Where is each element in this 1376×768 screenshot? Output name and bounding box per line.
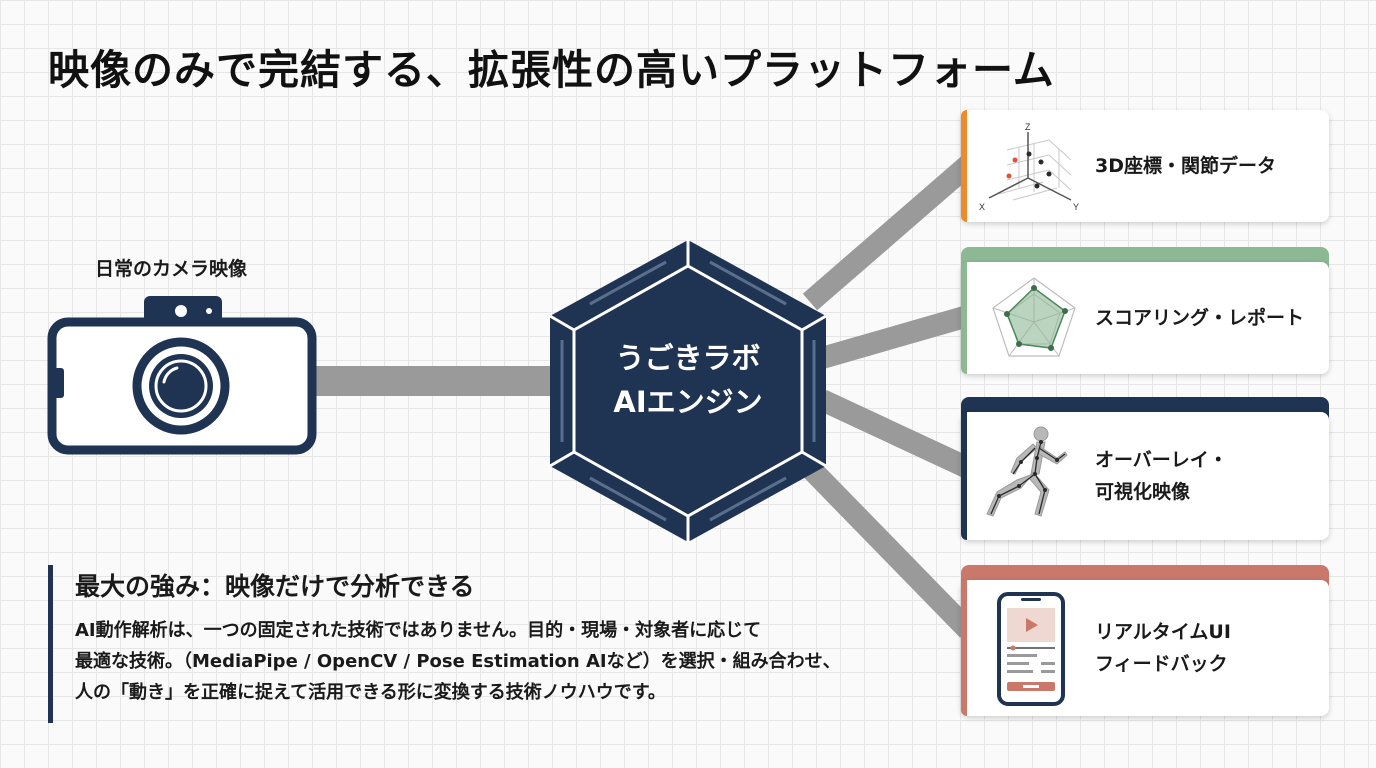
output-label-3d-data: 3D座標・関節データ [1095,155,1276,177]
output-card-scoring: スコアリング・レポート [961,262,1329,374]
radar-chart-icon [992,277,1076,357]
card-accent [961,262,967,374]
input-label: 日常のカメラ映像 [95,258,248,280]
connector-input [312,366,552,396]
card-accent [961,412,967,540]
page-title: 映像のみで完結する、拡張性の高いプラットフォーム [48,46,1055,94]
strength-panel: 最大の強み：映像だけで分析できる AI動作解析は、一つの固定された技術ではありま… [48,565,948,723]
connector-output-3 [817,390,973,478]
engine-label-line1: うごきラボ [615,341,761,375]
output-card-3d-data: Z X Y 3D座標・関節データ [961,110,1329,222]
smartphone-feedback-icon [997,592,1065,706]
output-card-feedback: リアルタイムUI フィードバック [961,580,1329,716]
engine-label: うごきラボ AIエンジン [556,336,820,424]
strength-heading: 最大の強み：映像だけで分析できる [75,572,475,601]
connector-output-4 [802,460,976,638]
card-accent [961,580,967,716]
axis-label-y: Y [1073,202,1079,212]
output-label-feedback: リアルタイムUI フィードバック [1095,621,1231,675]
axis-label-z: Z [1025,122,1031,132]
connector-output-2 [818,305,972,369]
engine-label-line2: AIエンジン [613,385,763,419]
output-label-scoring: スコアリング・レポート [1095,307,1305,329]
strength-body: AI動作解析は、一つの固定された技術ではありません。目的・現場・対象者に応じて … [75,620,841,703]
card-accent [961,110,967,222]
3d-axes-icon: Z X Y [979,122,1079,212]
output-label-overlay: オーバーレイ・ 可視化映像 [1095,449,1228,503]
axis-label-x: X [979,202,985,212]
connector-output-1 [802,156,976,311]
hexagon-icon [549,240,827,542]
output-card-overlay: オーバーレイ・ 可視化映像 [961,412,1329,540]
camera-icon [47,296,317,455]
runner-skeleton-icon [986,426,1068,517]
